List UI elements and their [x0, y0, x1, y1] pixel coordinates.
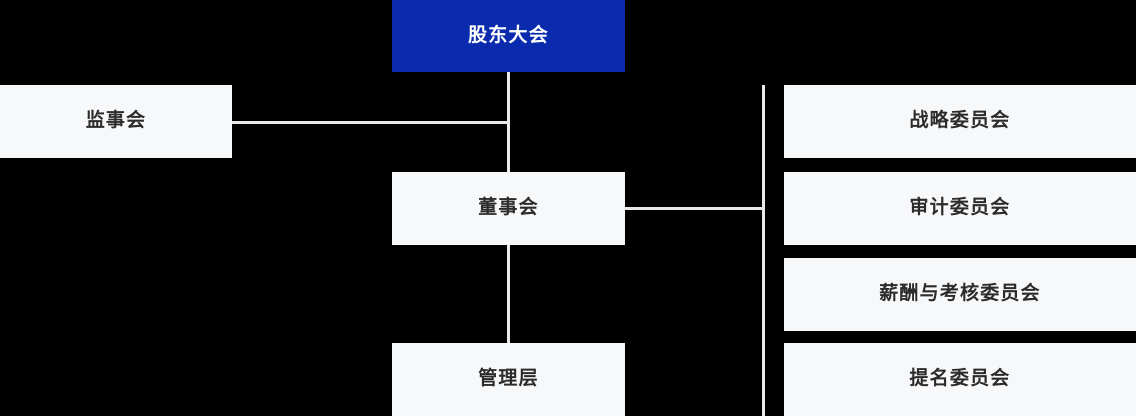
- node-committee-nomination[interactable]: 提名委员会: [784, 343, 1136, 416]
- node-committee-strategy-label: 战略委员会: [909, 110, 1011, 132]
- node-management[interactable]: 管理层: [392, 343, 625, 416]
- node-committee-compensation-appraisal[interactable]: 薪酬与考核委员会: [784, 258, 1136, 331]
- node-committee-audit-label: 审计委员会: [909, 197, 1011, 219]
- node-board-of-directors-label: 董事会: [478, 197, 539, 219]
- node-committee-compensation-appraisal-label: 薪酬与考核委员会: [879, 283, 1041, 305]
- connector-committee-rail: [762, 85, 765, 416]
- node-committee-audit[interactable]: 审计委员会: [784, 172, 1136, 245]
- node-board-of-supervisors-label: 监事会: [85, 110, 147, 132]
- connector-board-to-committee-rail: [625, 207, 765, 210]
- node-shareholders-meeting[interactable]: 股东大会: [392, 0, 625, 72]
- node-committee-strategy[interactable]: 战略委员会: [784, 85, 1136, 158]
- node-committee-nomination-label: 提名委员会: [909, 368, 1011, 390]
- node-board-of-supervisors[interactable]: 监事会: [0, 85, 232, 158]
- connector-board-to-management: [507, 245, 510, 344]
- node-management-label: 管理层: [478, 368, 539, 390]
- connector-supervisors-to-trunk: [232, 121, 510, 124]
- node-shareholders-meeting-label: 股东大会: [468, 24, 549, 46]
- node-board-of-directors[interactable]: 董事会: [392, 172, 625, 245]
